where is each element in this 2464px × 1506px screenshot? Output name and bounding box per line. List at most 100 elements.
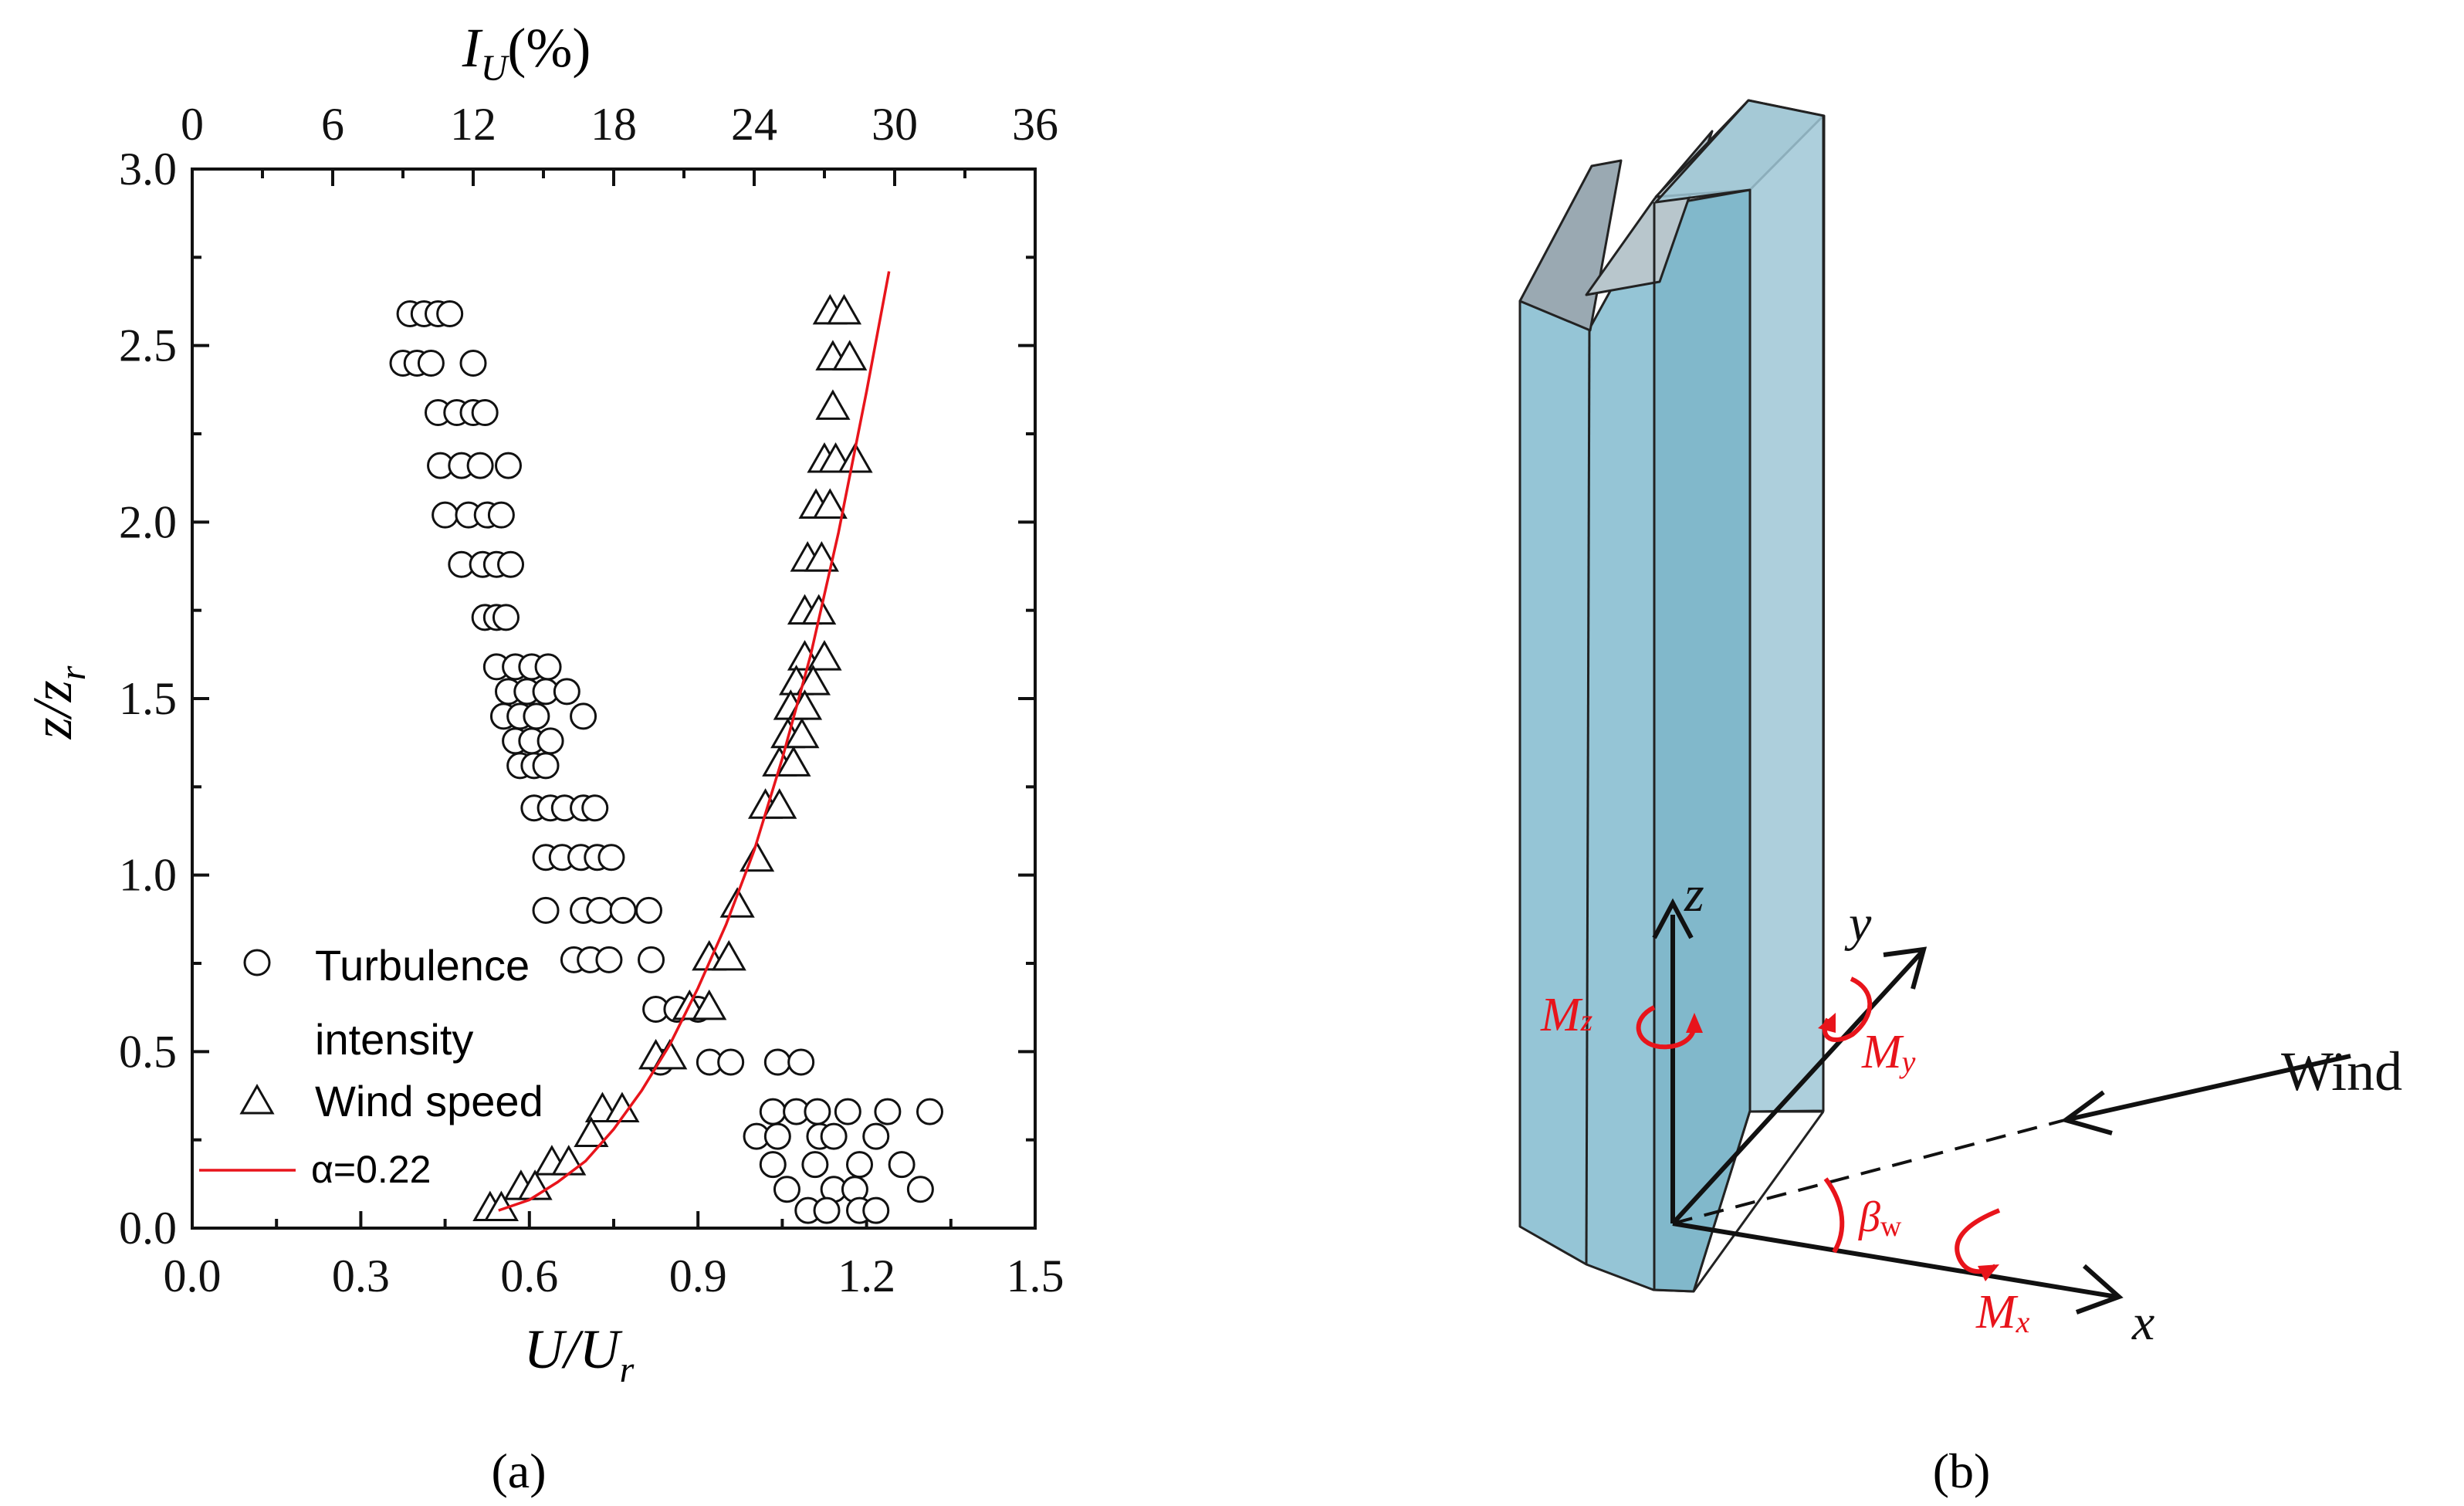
turbulence-point xyxy=(532,752,560,780)
turbulence-point xyxy=(874,1098,902,1125)
wind-speed-point xyxy=(784,717,820,749)
x-top-title-suffix: (%) xyxy=(507,17,591,79)
mx-arrowhead xyxy=(1978,1264,1999,1281)
x-top-title-sub: U xyxy=(481,48,510,89)
turbulence-point xyxy=(846,1151,873,1179)
coordinate-axes xyxy=(1652,898,2351,1315)
building-base-lower xyxy=(1692,1111,1825,1292)
alpha-fit-line xyxy=(498,271,891,1212)
y-tick-label: 1.5 xyxy=(119,673,177,724)
y-tick-label: 1.0 xyxy=(119,850,177,901)
z-axis-label: z xyxy=(1684,866,1704,922)
turbulence-series xyxy=(389,300,943,1224)
wind-speed-point xyxy=(838,442,873,473)
turbulence-point xyxy=(862,1122,890,1150)
y-tick-label: 2.5 xyxy=(119,320,177,371)
x-top-tick-label: 36 xyxy=(1012,99,1058,150)
panel-label-a: (a) xyxy=(491,1443,546,1498)
y-tick-label: 3.0 xyxy=(119,144,177,195)
mz-label-sub: z xyxy=(1580,1003,1593,1037)
mx-moment-arc xyxy=(1955,1208,2001,1274)
y-title-sub: r xyxy=(52,665,93,680)
turbulence-point xyxy=(906,1176,934,1203)
wind-speed-point xyxy=(776,746,811,777)
legend-wind-speed: Wind speed xyxy=(315,1077,543,1125)
turbulence-point xyxy=(717,1048,745,1076)
mx-label-sub: x xyxy=(2016,1305,2030,1339)
turbulence-point xyxy=(536,727,564,755)
x-top-tick-label: 30 xyxy=(872,99,918,150)
turbulence-point xyxy=(804,1098,831,1125)
turbulence-point xyxy=(459,350,487,377)
turbulence-point xyxy=(534,653,562,681)
turbulence-point xyxy=(417,350,445,377)
diagram-panel-b: z y x Wind Mz My Mx βw (b) xyxy=(1518,99,2402,1498)
wind-speed-point xyxy=(762,788,797,819)
building-model xyxy=(1518,99,1826,1293)
legend: Turbulence intensity Wind speed α=0.22 xyxy=(199,941,543,1191)
my-arrowhead xyxy=(1818,1013,1836,1033)
turbulence-point xyxy=(553,678,580,706)
x-top-tick-label: 24 xyxy=(731,99,777,150)
wind-speed-point xyxy=(795,665,831,695)
y-tick-label: 0.5 xyxy=(119,1026,177,1077)
x-bottom-tick-label: 0.9 xyxy=(669,1250,727,1301)
wind-speed-point xyxy=(719,887,755,918)
x-bottom-axis-title: U/Ur xyxy=(524,1318,635,1390)
wind-speed-point xyxy=(807,640,842,671)
mz-arrowhead xyxy=(1686,1013,1703,1033)
wind-speed-series xyxy=(472,293,873,1222)
turbulence-point xyxy=(773,1176,800,1203)
building-edge-1 xyxy=(1585,328,1591,1265)
x-bottom-tick-label: 0.3 xyxy=(332,1250,390,1301)
wind-speed-point xyxy=(812,488,848,519)
x-axis-arrowhead xyxy=(2075,1264,2124,1315)
turbulence-point xyxy=(471,399,499,427)
turbulence-point xyxy=(497,550,525,578)
legend-triangle-marker xyxy=(239,1083,275,1115)
mz-moment-arc xyxy=(1636,1005,1697,1050)
turbulence-point xyxy=(532,896,560,924)
turbulence-point xyxy=(916,1098,943,1125)
my-label-sub: y xyxy=(1899,1044,1916,1079)
x-axis-arrow xyxy=(1672,1221,2117,1299)
panel-label-b: (b) xyxy=(1933,1443,1991,1498)
x-bottom-title-sub: r xyxy=(620,1349,635,1390)
turbulence-point xyxy=(813,1196,841,1224)
y-axis-arrow xyxy=(1670,949,1924,1226)
y-tick-label: 0.0 xyxy=(119,1203,177,1254)
building-side-face xyxy=(1653,188,1752,1293)
my-moment-arc xyxy=(1822,976,1873,1043)
turbulence-point xyxy=(787,1048,815,1076)
turbulence-point xyxy=(586,896,614,924)
turbulence-point xyxy=(862,1196,890,1224)
turbulence-point xyxy=(763,1048,791,1076)
y-tick-label: 2.0 xyxy=(119,496,177,547)
z-axis-arrowhead xyxy=(1652,898,1694,939)
y-title-main: z/z xyxy=(22,680,83,739)
beta-label-sub: w xyxy=(1880,1210,1902,1243)
wind-speed-point xyxy=(574,1116,609,1148)
turbulence-point xyxy=(595,946,623,973)
turbulence-point xyxy=(801,1151,829,1179)
x-top-tick-label: 18 xyxy=(591,99,637,150)
turbulence-point xyxy=(888,1151,916,1179)
turbulence-point xyxy=(432,501,459,529)
legend-turbulence-line1: Turbulence xyxy=(315,941,530,990)
legend-alpha: α=0.22 xyxy=(311,1148,431,1191)
mx-label-main: M xyxy=(1975,1286,2019,1338)
wind-speed-point xyxy=(826,293,862,325)
y-ticks: 0.0 0.5 1.0 1.5 2.0 2.5 3.0 xyxy=(119,144,1035,1254)
beta-label: βw xyxy=(1858,1193,1902,1243)
y-axis-arrowhead xyxy=(1883,946,1928,990)
wind-arrow xyxy=(2068,1054,2351,1122)
wind-speed-point xyxy=(815,389,851,420)
turbulence-point xyxy=(820,1122,848,1150)
turbulence-point xyxy=(436,300,464,328)
x-bottom-title-main: U/U xyxy=(524,1318,623,1380)
turbulence-point xyxy=(759,1151,787,1179)
wind-direction-dashed xyxy=(1672,1119,2066,1225)
